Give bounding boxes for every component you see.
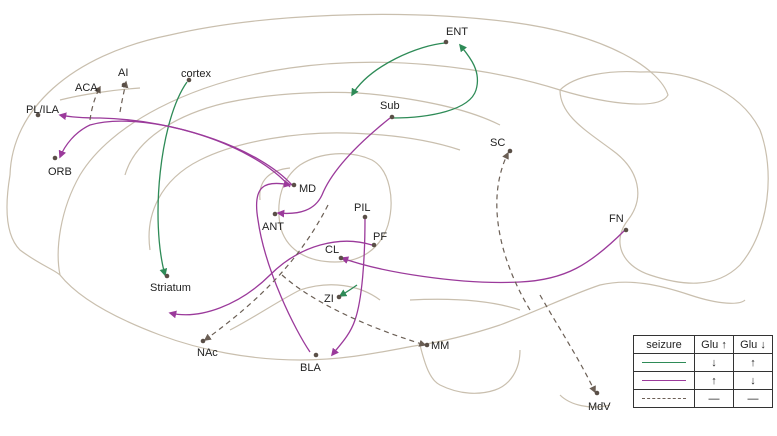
legend-header-glu-up: Glu ↑	[694, 335, 734, 354]
label-orb: ORB	[48, 166, 72, 178]
path-to-mm-dashed	[281, 274, 427, 347]
node-mm	[424, 342, 430, 348]
node-nac	[200, 338, 206, 344]
path-to-mdv-dashed	[539, 294, 596, 394]
node-sub	[389, 114, 395, 120]
green-pathways	[157, 42, 479, 297]
legend-dashed-glu-down: —	[733, 389, 773, 408]
path-pf-to-striatum-purple	[168, 240, 373, 319]
legend-swatch-green	[633, 353, 695, 372]
path-pil-to-bla-purple	[331, 217, 366, 357]
legend-green-glu-down: ↑	[733, 353, 773, 372]
path-to-aca-dashed	[89, 85, 101, 121]
node-cortex	[186, 77, 192, 83]
label-fn: FN	[609, 213, 624, 225]
node-ant	[272, 211, 278, 217]
node-ent	[443, 39, 449, 45]
legend-table: seizure Glu ↑ Glu ↓ ↓ ↑ ↑ ↓ — —	[633, 335, 773, 408]
node-aca	[95, 87, 101, 93]
legend-purple-glu-down: ↓	[733, 371, 773, 390]
node-sc	[507, 148, 513, 154]
node-pl-ila	[35, 112, 41, 118]
label-sub: Sub	[380, 100, 400, 112]
legend-row-green: ↓ ↑	[633, 353, 773, 372]
legend-row-dashed: — —	[633, 389, 773, 408]
legend-swatch-dashed	[633, 389, 695, 408]
legend-purple-glu-up: ↑	[694, 371, 734, 390]
path-md-to-nac-dashed	[203, 204, 329, 341]
label-zi: ZI	[324, 293, 334, 305]
label-pl-ila: PL/ILA	[26, 104, 60, 116]
legend-swatch-purple	[633, 371, 695, 390]
label-pf: PF	[373, 231, 387, 243]
path-bla-to-md-purple	[256, 179, 311, 353]
node-cl	[338, 255, 344, 261]
label-mdv: MdV	[588, 401, 611, 413]
node-pf	[371, 242, 377, 248]
labels: ENT AI cortex ACA PL/ILA Sub ORB SC MD A…	[26, 26, 624, 413]
node-md	[291, 182, 297, 188]
label-pil: PIL	[354, 202, 371, 214]
label-sc: SC	[490, 137, 505, 149]
path-sub-to-ant-purple	[276, 117, 391, 218]
label-ent: ENT	[446, 26, 468, 38]
label-striatum: Striatum	[150, 282, 191, 294]
label-ai: AI	[118, 67, 128, 79]
dashed-pathways	[89, 80, 596, 394]
label-ant: ANT	[262, 221, 284, 233]
label-bla: BLA	[300, 362, 321, 374]
node-fn	[623, 227, 629, 233]
node-striatum	[164, 273, 170, 279]
nodes	[35, 39, 629, 396]
path-sub-to-ent-green	[391, 43, 479, 119]
path-fn-to-cl-purple	[340, 229, 626, 284]
path-md-to-orb-purple	[58, 120, 291, 188]
node-bla	[313, 352, 319, 358]
legend-header-glu-down: Glu ↓	[733, 335, 773, 354]
label-cl: CL	[325, 244, 339, 256]
node-zi	[336, 294, 342, 300]
legend-green-glu-up: ↓	[694, 353, 734, 372]
purple-pathways	[58, 112, 626, 357]
path-cortex-to-striatum-green	[157, 81, 188, 277]
node-mdv	[594, 390, 600, 396]
legend-row-purple: ↑ ↓	[633, 371, 773, 390]
node-orb	[52, 155, 58, 161]
path-to-sc-dashed	[496, 151, 531, 311]
path-md-to-plila-purple	[58, 112, 293, 186]
legend-dashed-glu-up: —	[694, 389, 734, 408]
legend-header-seizure: seizure	[633, 335, 695, 354]
node-ai	[121, 82, 127, 88]
label-cortex: cortex	[181, 68, 211, 80]
brain-outline	[6, 13, 769, 408]
label-md: MD	[299, 183, 316, 195]
path-pil-to-zi-green	[338, 284, 358, 297]
legend-header-row: seizure Glu ↑ Glu ↓	[633, 335, 773, 354]
path-ent-to-cortex-green	[351, 42, 446, 97]
label-nac: NAc	[197, 347, 218, 359]
label-aca: ACA	[75, 82, 98, 94]
label-mm: MM	[431, 340, 449, 352]
node-pil	[362, 214, 368, 220]
